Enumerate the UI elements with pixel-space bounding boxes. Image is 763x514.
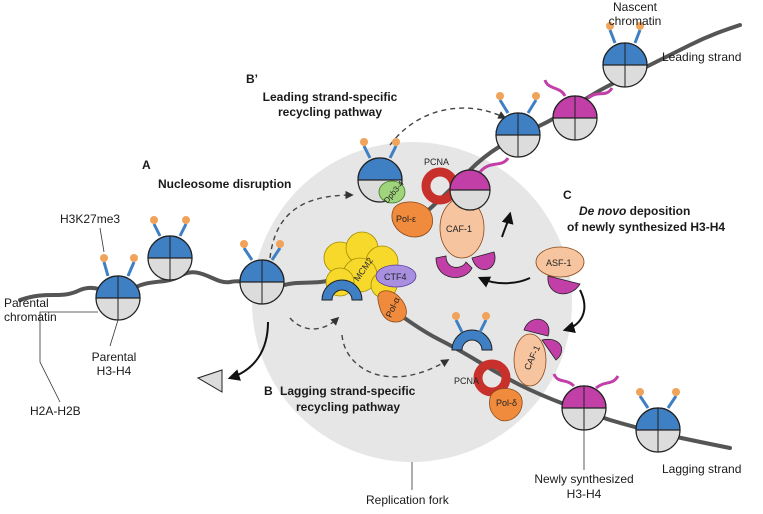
replication-fork-label: Replication fork xyxy=(366,493,449,507)
lagging-strand-label: Lagging strand xyxy=(662,462,742,476)
pcna-top-label: PCNA xyxy=(424,157,449,167)
section-b-prime-letter: B’ xyxy=(246,72,258,86)
recycling-arrows xyxy=(269,107,507,378)
parental-h3h4-label-2: H3-H4 xyxy=(96,364,132,378)
pol-epsilon-protein xyxy=(391,201,434,238)
section-c-letter: C xyxy=(563,188,572,202)
pol-delta-label: Pol-δ xyxy=(496,398,517,408)
pcna-bottom-label: PCNA xyxy=(454,376,479,386)
ctf4-label: CTF4 xyxy=(384,272,407,282)
section-a-title: Nucleosome disruption xyxy=(158,177,292,191)
replication-fork-region xyxy=(252,142,572,462)
asf1-label: ASF-1 xyxy=(546,258,572,268)
section-c-title-italic: De novo xyxy=(579,204,627,218)
asf1-arrows xyxy=(477,211,586,334)
nascent-chromatin-label-1: Nascent xyxy=(612,0,658,14)
section-b-letter: B xyxy=(264,384,273,398)
h2a-h2b-label: H2A-H2B xyxy=(30,404,81,418)
leading-strand-label: Leading strand xyxy=(662,50,742,64)
release-arrow xyxy=(227,321,269,381)
nascent-chromatin-label-2: chromatin xyxy=(608,14,662,28)
lagging-nucleosome-2 xyxy=(635,388,681,453)
section-b-prime-title-2: recycling pathway xyxy=(277,105,383,119)
pol-epsilon-label: Pol-ε xyxy=(396,214,416,224)
h3k27me3-mark-icon xyxy=(100,254,108,262)
section-c-title-2: of newly synthesized H3-H4 xyxy=(567,220,726,234)
pol-delta-protein xyxy=(489,388,523,422)
caf1-top-complex: CAF-1 xyxy=(435,197,496,278)
parental-nucleosome-2 xyxy=(147,216,193,281)
lagging-nucleosome-1 xyxy=(552,373,620,431)
h3k27me3-label: H3K27me3 xyxy=(60,212,121,226)
dpb34-nucleosome: Dpb3-4 xyxy=(357,138,406,205)
section-b-prime-title-1: Leading strand-specific xyxy=(262,90,398,104)
asf1-complex: ASF-1 xyxy=(535,246,585,295)
dpb34-protein xyxy=(378,180,406,204)
section-b-title-2: recycling pathway xyxy=(296,400,401,414)
parental-h3h4-label-1: Parental xyxy=(91,350,137,364)
parental-chromatin-label-2: chromatin xyxy=(4,310,57,324)
lagging-parental-nucleosome xyxy=(451,312,493,351)
section-a-letter: A xyxy=(142,158,151,172)
section-c-title-rest: deposition xyxy=(626,204,691,218)
parental-chromatin-label-1: Parental xyxy=(4,296,49,310)
parental-nucleosome-1 xyxy=(95,254,141,321)
parental-nucleosome-3 xyxy=(239,240,285,305)
newly-synthesized-label-1: Newly synthesized xyxy=(534,472,634,486)
released-h2a-h2b xyxy=(196,369,223,393)
leading-nucleosome-2 xyxy=(495,92,541,158)
fork-parental-histone xyxy=(321,279,363,301)
section-b-title-1: Lagging strand-specific xyxy=(280,384,416,398)
pol-alpha-protein xyxy=(377,290,407,323)
leading-nucleosome-4 xyxy=(602,22,648,88)
leading-nucleosome-1 xyxy=(449,157,510,211)
annotation-lines xyxy=(39,227,585,490)
ctf4-protein xyxy=(375,264,417,288)
pcna-bottom-ring xyxy=(473,359,511,397)
newly-synthesized-label-2: H3-H4 xyxy=(566,487,602,501)
section-c-title-1: De novo deposition xyxy=(579,204,690,218)
leading-nucleosome-3 xyxy=(543,79,614,141)
caf1-bottom-complex: CAF-1 xyxy=(513,318,562,387)
caf1-top-label: CAF-1 xyxy=(446,224,472,234)
